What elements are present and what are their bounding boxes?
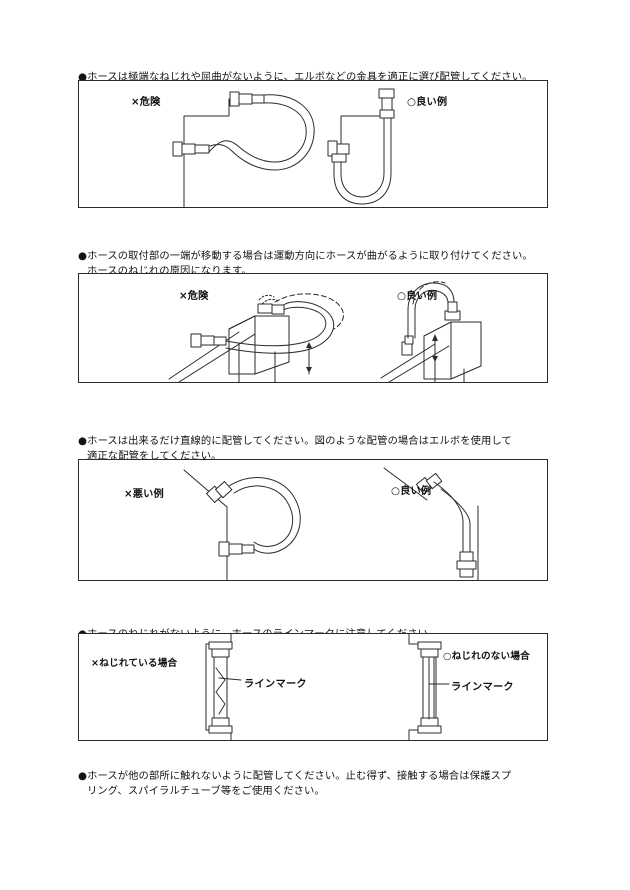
- figure-straight-routing-drawing: [183, 467, 479, 580]
- note-closing: ●ホースが他の部所に触れないように配管してください。止む得ず、接触する場合は保護…: [78, 753, 578, 815]
- note-moving-end-line1: ●ホースの取付部の一端が移動する場合は運動方向にホースが曲がるように取り付けてく…: [78, 249, 533, 262]
- caption-good-line-mark: ○ねじれのない場合: [443, 651, 530, 662]
- caption-bad-bend-radius: ×危険: [131, 97, 161, 108]
- note-closing-line2: リング、スパイラルチューブ等をご使用ください。: [87, 785, 325, 797]
- figure-moving-end: ×危険 ○良い例: [78, 273, 548, 383]
- note-straight-routing-line1: ●ホースは出来るだけ直線的に配管してください。図のような配管の場合はエルボを使用…: [78, 434, 512, 447]
- caption-good-straight-routing: ○良い例: [391, 486, 432, 497]
- note-bend-radius: ●ホースは極端なねじれや屈曲がないように、エルボなどの金具を適正に選び配管してく…: [78, 54, 578, 85]
- figure-bend-radius: ×危険 ○良い例: [78, 80, 548, 208]
- figure-line-mark-drawing: [205, 634, 450, 740]
- figure-straight-routing: ×悪い例 ○良い例: [78, 459, 548, 581]
- label-bad-line-mark: ラインマーク: [244, 679, 307, 690]
- caption-good-moving-end: ○良い例: [397, 291, 438, 302]
- caption-bad-straight-routing: ×悪い例: [124, 489, 164, 500]
- note-closing-line1: ●ホースが他の部所に触れないように配管してください。止む得ず、接触する場合は保護…: [78, 769, 512, 782]
- caption-good-bend-radius: ○良い例: [407, 97, 448, 108]
- figure-moving-end-drawing: [168, 281, 482, 382]
- note-bend-radius-line1: ●ホースは極端なねじれや屈曲がないように、エルボなどの金具を適正に選び配管してく…: [78, 70, 533, 83]
- caption-bad-line-mark: ×ねじれている場合: [91, 658, 178, 669]
- label-good-line-mark: ラインマーク: [451, 682, 514, 693]
- figure-line-mark: ×ねじれている場合 ラインマーク ○ねじれのない場合 ラインマーク: [78, 633, 548, 741]
- figure-bend-radius-drawing: [172, 88, 395, 207]
- caption-bad-moving-end: ×危険: [179, 291, 209, 302]
